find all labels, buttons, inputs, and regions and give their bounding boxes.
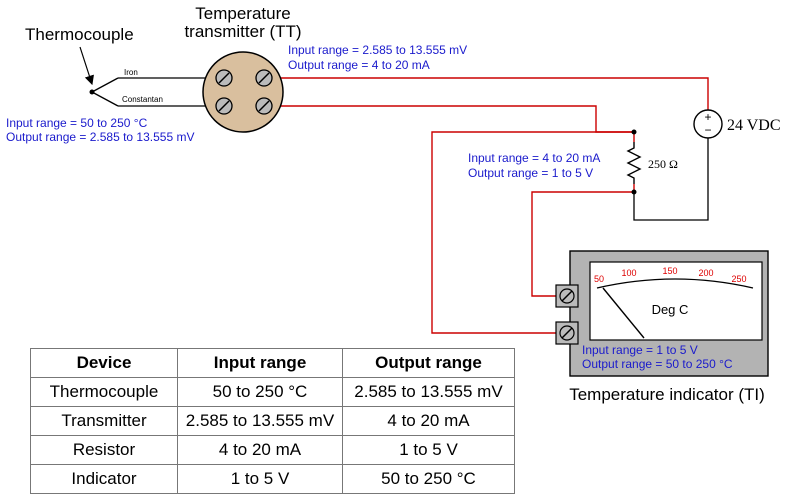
supply-voltage-label: 24 VDC — [727, 117, 781, 134]
resistor-value-label: 250 Ω — [648, 157, 678, 171]
dc-supply: + − — [693, 109, 723, 139]
column-header-output: Output range — [342, 348, 515, 378]
transmitter-output-range: Output range = 4 to 20 mA — [288, 58, 430, 72]
table-cell: 50 to 250 °C — [342, 464, 515, 494]
transmitter-body — [202, 51, 284, 133]
transmitter-input-range: Input range = 2.585 to 13.555 mV — [288, 43, 467, 57]
transmitter-title-line1: Temperature — [195, 4, 290, 23]
supply-return-wiring — [633, 136, 709, 221]
transmitter-terminal — [215, 69, 233, 87]
table-cell: Transmitter — [30, 406, 178, 436]
table-header-row: Device Input range Output range — [30, 348, 515, 378]
table-cell: Resistor — [30, 435, 178, 465]
indicator-output-range: Output range = 50 to 250 °C — [582, 357, 733, 371]
meter-scale-label: 250 — [731, 274, 746, 284]
meter-scale-label: 200 — [698, 268, 713, 278]
table-cell: 4 to 20 mA — [177, 435, 343, 465]
meter-needle — [602, 287, 645, 339]
table-cell: 2.585 to 13.555 mV — [177, 406, 343, 436]
table-cell: Indicator — [30, 464, 178, 494]
table-cell: 4 to 20 mA — [342, 406, 515, 436]
thermocouple-label: Thermocouple — [25, 25, 134, 44]
resistor-output-range: Output range = 1 to 5 V — [468, 166, 593, 180]
resistor-symbol — [626, 142, 642, 184]
thermocouple-input-range: Input range = 50 to 250 °C — [6, 116, 148, 130]
table-row: Thermocouple 50 to 250 °C 2.585 to 13.55… — [30, 377, 515, 407]
column-header-device: Device — [30, 348, 178, 378]
indicator-terminal — [555, 321, 579, 345]
table-cell: 1 to 5 V — [177, 464, 343, 494]
table-cell: 1 to 5 V — [342, 435, 515, 465]
range-table: Device Input range Output range Thermoco… — [30, 348, 515, 494]
table-cell: 2.585 to 13.555 mV — [342, 377, 515, 407]
constantan-wire-label: Constantan — [122, 95, 163, 104]
meter-scale-label: 150 — [662, 266, 677, 276]
table-row: Transmitter 2.585 to 13.555 mV 4 to 20 m… — [30, 406, 515, 436]
thermocouple-pointer — [79, 46, 94, 86]
indicator-title: Temperature indicator (TI) — [569, 385, 765, 404]
thermocouple-output-range: Output range = 2.585 to 13.555 mV — [6, 130, 194, 144]
meter-scale-label: 50 — [594, 274, 604, 284]
node-dot-bottom — [631, 189, 637, 195]
table-cell: Thermocouple — [30, 377, 178, 407]
meter-unit-label: Deg C — [652, 302, 689, 317]
supply-minus-sign: − — [704, 123, 711, 137]
table-cell: 50 to 250 °C — [177, 377, 343, 407]
supply-plus-sign: + — [704, 110, 711, 124]
table-row: Resistor 4 to 20 mA 1 to 5 V — [30, 435, 515, 465]
resistor-input-range: Input range = 4 to 20 mA — [468, 151, 600, 165]
column-header-input: Input range — [177, 348, 343, 378]
node-dot-top — [631, 129, 637, 135]
transmitter-terminal — [255, 69, 273, 87]
table-row: Indicator 1 to 5 V 50 to 250 °C — [30, 464, 515, 494]
transmitter-title-line2: transmitter (TT) — [184, 22, 301, 41]
meter-scale-label: 100 — [621, 268, 636, 278]
loop-wiring — [264, 77, 709, 334]
indicator-input-range: Input range = 1 to 5 V — [582, 343, 698, 357]
indicator-case: 50 100 150 200 250 Deg C Input range = 1… — [569, 250, 769, 377]
transmitter-terminal — [215, 97, 233, 115]
transmitter-terminal — [255, 97, 273, 115]
iron-wire-label: Iron — [124, 68, 138, 77]
indicator-terminal — [555, 284, 579, 308]
